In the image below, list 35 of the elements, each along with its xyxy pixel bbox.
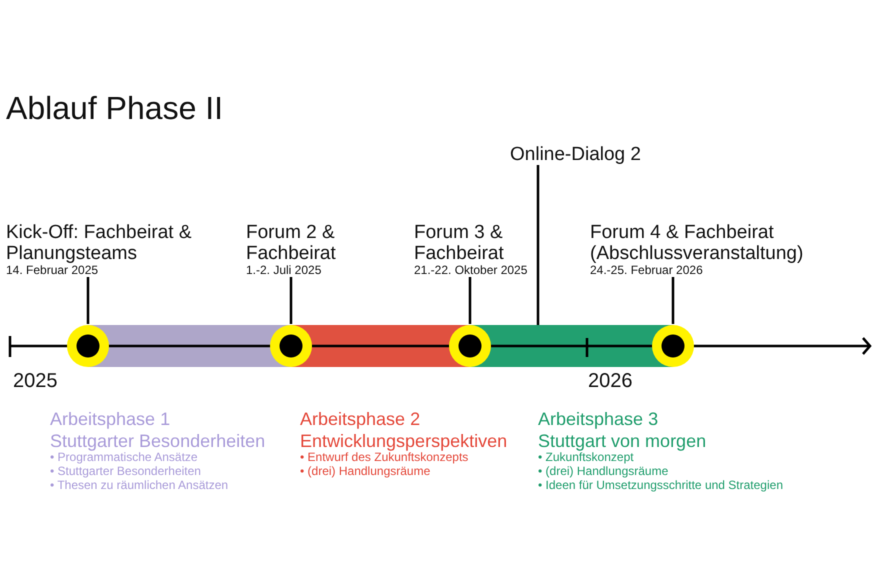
- phase-title: Arbeitsphase 1: [50, 408, 170, 430]
- milestone-title: Forum 2 & Fachbeirat: [246, 222, 337, 264]
- phase-subtitle: Entwicklungsperspektiven: [300, 430, 508, 452]
- milestone-title: Online-Dialog 2: [510, 144, 641, 165]
- phase-title: Arbeitsphase 3: [538, 408, 658, 430]
- bullet-item: • Thesen zu räumlichen Ansätzen: [50, 478, 228, 492]
- bullet-item: • Programmatische Ansätze: [50, 450, 198, 464]
- diagram-title: Ablauf Phase II: [6, 90, 224, 126]
- phase-title: Arbeitsphase 2: [300, 408, 420, 430]
- phase-subtitle: Stuttgart von morgen: [538, 430, 706, 452]
- year-label: 2026: [588, 370, 632, 393]
- milestone-date: 1.-2. Juli 2025: [246, 264, 322, 277]
- phase-subtitle: Stuttgarter Besonderheiten: [50, 430, 266, 452]
- milestone-date: 24.-25. Februar 2026: [590, 264, 703, 277]
- milestone-dot: [651, 324, 695, 368]
- bullet-item: • Stuttgarter Besonderheiten: [50, 464, 201, 478]
- leader-line: [290, 277, 292, 324]
- bullet-item: • (drei) Handlungsräume: [300, 464, 430, 478]
- year-label: 2025: [13, 370, 58, 393]
- milestone-dot: [66, 324, 110, 368]
- milestone-date: 21.-22. Oktober 2025: [414, 264, 528, 277]
- leader-line: [672, 277, 674, 324]
- milestone-title: Forum 3 & Fachbeirat: [414, 222, 505, 264]
- leader-line: [86, 277, 90, 324]
- leader-line: [536, 165, 540, 325]
- milestone-title: Kick-Off: Fachbeirat & Planungsteams: [6, 222, 192, 264]
- leader-line: [468, 277, 472, 324]
- milestone-date: 14. Februar 2025: [6, 264, 98, 277]
- milestone-title: Forum 4 & Fachbeirat (Abschlussveranstaltung): [590, 222, 804, 264]
- milestone-dot: [448, 324, 492, 368]
- bullet-item: • Zukunftskonzept: [538, 450, 634, 464]
- bullet-item: • (drei) Handlungsräume: [538, 464, 668, 478]
- milestone-dot: [269, 324, 313, 368]
- bullet-item: • Ideen für Umsetzungsschritte und Strategien: [538, 478, 783, 492]
- bullet-item: • Entwurf des Zukunftskonzepts: [300, 450, 468, 464]
